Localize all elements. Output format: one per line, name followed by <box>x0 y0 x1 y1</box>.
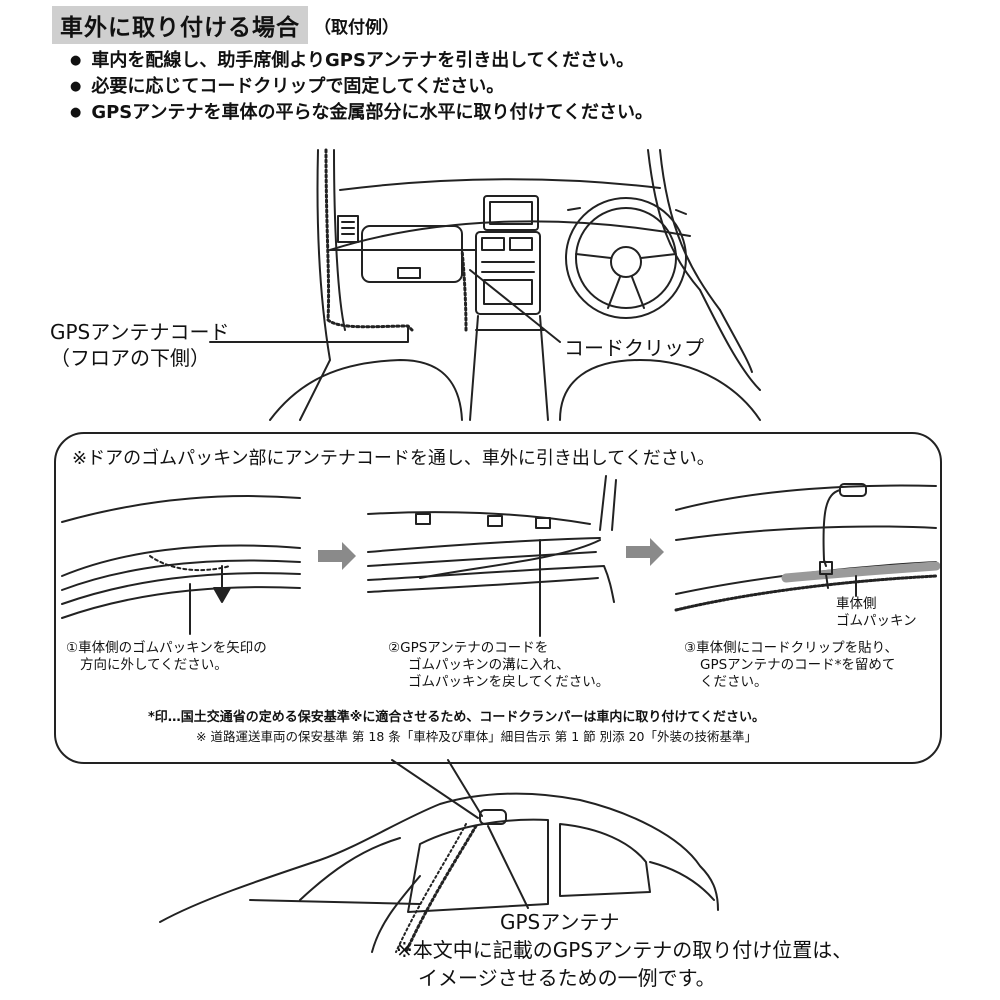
step3-line: GPSアンテナのコード*を留めて <box>700 657 896 673</box>
panel-note-1: *印…国土交通省の定める保安基準※に適合させるため、コードクランパーは車内に取り… <box>148 710 766 725</box>
arrow-right-icon <box>318 542 356 570</box>
car-interior-illustration <box>209 148 761 421</box>
packing-label-line: 車体側 <box>836 596 877 612</box>
panel-note-2: ※ 道路運送車両の保安基準 第 18 条「車枠及び車体」細目告示 第 1 節 別… <box>196 729 758 744</box>
gps-antenna-label: GPSアンテナ <box>500 910 620 934</box>
car-exterior-illustration <box>159 759 719 954</box>
section-header: 車外に取り付ける場合 （取付例） <box>52 6 399 44</box>
step3-line: ください。 <box>700 674 768 690</box>
packing-label-line: ゴムパッキン <box>836 613 917 629</box>
arrow-right-icon <box>626 538 664 566</box>
packing-instruction-panel <box>54 432 942 764</box>
instruction-list: 車内を配線し、助手席側よりGPSアンテナを引き出してください。 必要に応じてコー… <box>70 48 653 126</box>
step1-line: ①車体側のゴムパッキンを矢印の <box>66 640 267 656</box>
instruction-item: 必要に応じてコードクリップで固定してください。 <box>70 74 653 100</box>
step1-caption: ①車体側のゴムパッキンを矢印の 方向に外してください。 <box>66 640 267 674</box>
step3-illustration <box>674 483 941 612</box>
page-title: 車外に取り付ける場合 <box>52 6 308 44</box>
step1-line: 方向に外してください。 <box>80 657 228 673</box>
step1-illustration <box>61 495 301 635</box>
panel-intro: ※ドアのゴムパッキン部にアンテナコードを通し、車外に引き出してください。 <box>72 448 715 469</box>
instruction-item: GPSアンテナを車体の平らな金属部分に水平に取り付けてください。 <box>70 100 653 126</box>
instruction-item: 車内を配線し、助手席側よりGPSアンテナを引き出してください。 <box>70 48 653 74</box>
cord-clip-label: コードクリップ <box>564 336 704 360</box>
disclaimer-line-1: ※本文中に記載のGPSアンテナの取り付け位置は、 <box>396 938 853 962</box>
step2-caption: ②GPSアンテナのコードを ゴムパッキンの溝に入れ、 ゴムパッキンを戻してくださ… <box>388 640 609 691</box>
step3-caption: ③車体側にコードクリップを貼り、 GPSアンテナのコード*を留めて ください。 <box>684 640 898 691</box>
step3-line: ③車体側にコードクリップを貼り、 <box>684 640 899 656</box>
disclaimer-line-2: イメージさせるための一例です。 <box>418 966 716 990</box>
step2-line: ②GPSアンテナのコードを <box>388 640 549 656</box>
step2-illustration <box>367 475 617 637</box>
step2-line: ゴムパッキンの溝に入れ、 <box>408 657 570 673</box>
gps-cord-label: GPSアンテナコード <box>50 320 230 344</box>
step2-line: ゴムパッキンを戻してください。 <box>408 674 610 690</box>
page-subtitle: （取付例） <box>314 17 399 38</box>
packing-label: 車体側 ゴムパッキン <box>836 596 917 630</box>
gps-cord-sublabel: （フロアの下側） <box>50 346 210 370</box>
